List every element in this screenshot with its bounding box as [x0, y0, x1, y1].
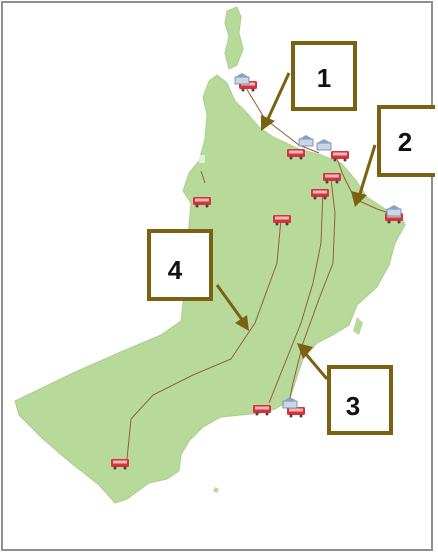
arrow-icon: [297, 343, 329, 380]
bus-icon: [311, 189, 329, 200]
bus-icon: [287, 407, 305, 418]
route-line-6: [200, 170, 206, 184]
callout-label: 4: [168, 255, 183, 285]
port-markers: [234, 73, 402, 409]
bus-markers: [111, 81, 403, 470]
callout-1: 1: [291, 41, 357, 111]
bus-icon: [323, 173, 341, 184]
small-island: [213, 487, 219, 493]
arrow-icon: [261, 72, 291, 131]
route-line-4: [126, 218, 282, 460]
callout-label: 3: [346, 391, 360, 421]
arrow-icon: [351, 144, 377, 207]
bus-icon: [287, 149, 305, 160]
route-lines: [126, 82, 396, 460]
callout-arrows: [215, 72, 377, 380]
bus-icon: [193, 197, 211, 208]
oman-route-map: 1 2 3 4: [14, 6, 435, 504]
bus-icon: [331, 151, 349, 162]
route-line-1: [242, 82, 320, 154]
route-line-5: [268, 188, 324, 404]
coastal-inlet: [199, 155, 205, 163]
callout-4: 4: [147, 229, 213, 301]
bus-icon: [111, 459, 129, 470]
musandam-peninsula: [224, 6, 244, 70]
port-building-icon: [298, 135, 314, 147]
callout-label: 2: [398, 127, 412, 157]
bus-icon: [273, 215, 291, 226]
map-frame: 1 2 3 4: [1, 1, 435, 551]
port-building-icon: [386, 205, 402, 217]
callout-2: 2: [377, 105, 435, 177]
port-building-icon: [282, 397, 298, 409]
arrow-icon: [215, 284, 249, 331]
port-building-icon: [234, 73, 250, 85]
callout-label: 1: [317, 63, 331, 93]
route-line-3: [288, 178, 336, 404]
masirah-island: [353, 317, 363, 335]
bus-icon: [253, 405, 271, 416]
port-building-icon: [316, 139, 332, 151]
callout-3: 3: [327, 365, 393, 435]
